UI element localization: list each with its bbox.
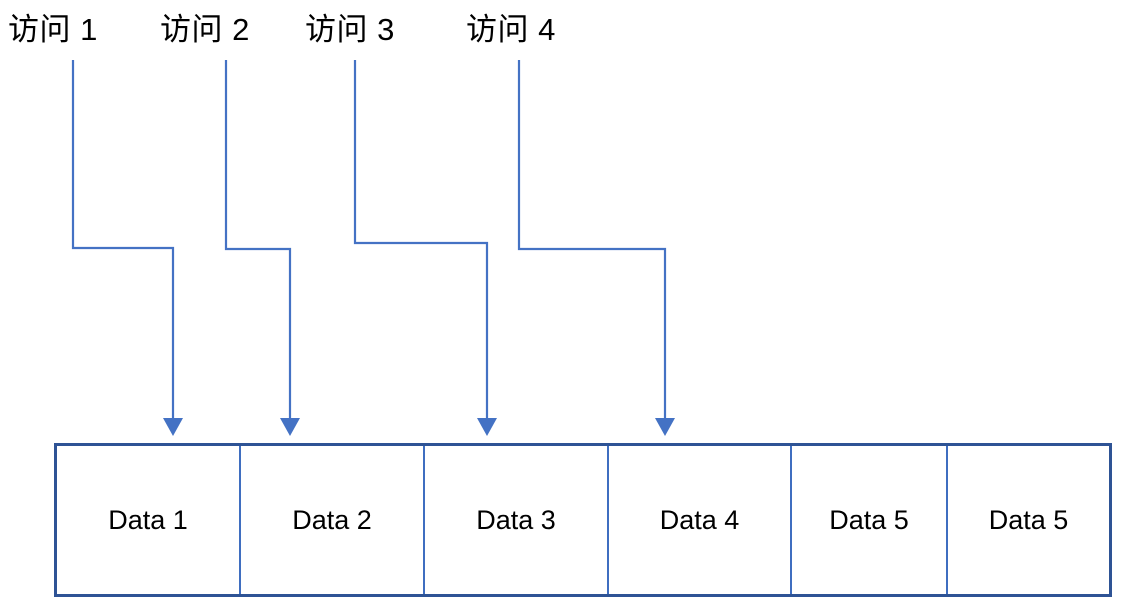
access-label-3: 访问 3	[305, 12, 395, 47]
data-cell-label: Data 5	[829, 504, 909, 535]
access-3-connector	[353, 60, 489, 418]
access-3-connector-arrowhead	[477, 418, 497, 436]
access-2-connector	[224, 60, 292, 418]
data-cell-label: Data 5	[988, 504, 1069, 535]
data-cell-1: Data 1	[57, 446, 241, 594]
data-cell-5: Data 5	[792, 446, 948, 594]
data-cell-4: Data 4	[609, 446, 792, 594]
access-label-1: 访问 1	[8, 12, 98, 47]
access-4-connector	[517, 60, 667, 418]
data-cell-2: Data 2	[241, 446, 425, 594]
data-cell-label: Data 1	[108, 504, 188, 535]
data-cell-label: Data 2	[292, 504, 372, 535]
data-cell-3: Data 3	[425, 446, 609, 594]
data-cell-label: Data 3	[476, 504, 556, 535]
access-1-connector-arrowhead	[163, 418, 183, 436]
access-label-2: 访问 2	[160, 12, 250, 47]
access-2-connector-arrowhead	[280, 418, 300, 436]
data-cell-6: Data 5	[948, 446, 1109, 594]
access-4-connector-arrowhead	[655, 418, 675, 436]
access-1-connector	[71, 60, 175, 418]
data-table: Data 1 Data 2 Data 3 Data 4 Data 5 Data 5	[54, 443, 1112, 597]
data-cell-label: Data 4	[659, 504, 740, 535]
access-label-4: 访问 4	[466, 12, 556, 47]
